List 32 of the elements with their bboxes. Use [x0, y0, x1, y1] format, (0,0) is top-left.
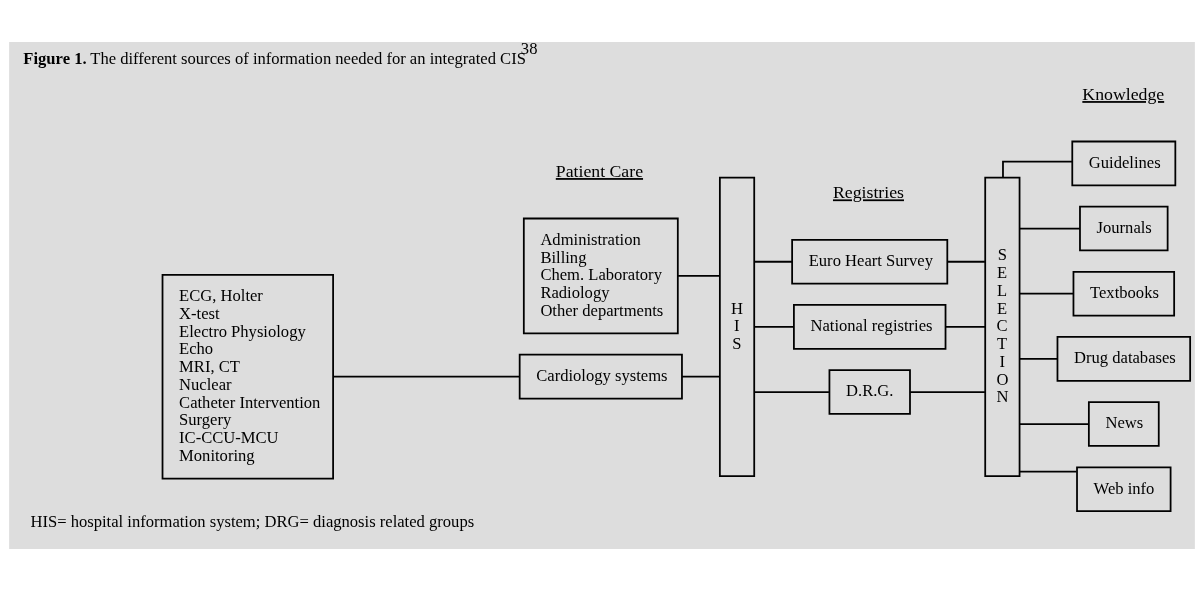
node-box: HIS: [719, 176, 756, 477]
connector: [1018, 292, 1075, 295]
node-box: ECG, Holter X-test Electro Physiology Echo MRI, CT Nuclear Catheter Intervention Surgery IC-CCU-MCU Monitoring: [161, 273, 334, 479]
connector: [332, 375, 521, 378]
connector: [909, 390, 986, 393]
node-box: National registries: [793, 303, 947, 350]
node-box: Web info: [1076, 465, 1172, 512]
connector: [677, 274, 721, 277]
caption: HIS= hospital information system; DRG= diagnosis related groups: [30, 511, 475, 531]
node-box: Cardiology systems: [518, 353, 683, 399]
connector: [1018, 227, 1081, 229]
connector: [681, 375, 721, 378]
connector: [946, 260, 986, 263]
connector: [753, 260, 793, 263]
node-box: Administration Billing Chem. Laboratory Radiology Other departments: [522, 217, 679, 334]
node-box: Guidelines: [1071, 140, 1177, 186]
node-box: Euro Heart Survey: [791, 238, 949, 285]
node-box: News: [1087, 400, 1160, 447]
connector: [944, 325, 987, 328]
node-box: Drug databases: [1056, 335, 1192, 382]
node-box: Journals: [1079, 205, 1169, 251]
label: Patient Care: [555, 160, 644, 181]
node-box: D.R.G.: [828, 368, 911, 415]
connector: [1018, 422, 1090, 425]
node-box: Textbooks: [1072, 270, 1176, 317]
connector: [1018, 470, 1078, 473]
node-box: SELECTION: [984, 176, 1021, 477]
label: Registries: [832, 181, 904, 202]
label: Knowledge: [1082, 83, 1165, 104]
connector: [753, 325, 795, 328]
connector: [1018, 357, 1059, 360]
connector: [753, 390, 830, 393]
